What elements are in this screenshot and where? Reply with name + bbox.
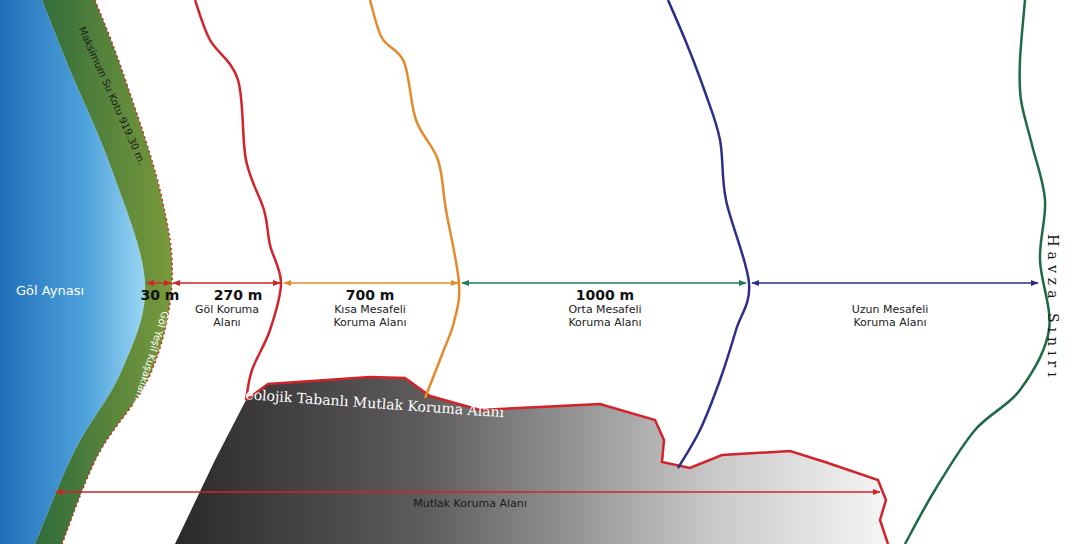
zone-label: Kısa Mesafeli Koruma Alanı (315, 304, 425, 329)
max-water-line (62, 0, 172, 544)
dimension-line (462, 282, 746, 283)
lake-label: Göl Aynası (4, 284, 96, 299)
dimension-label: 700 m (340, 287, 400, 303)
zone-border (370, 0, 459, 398)
dimension-line (56, 491, 880, 492)
dimension-label: 1000 m (565, 287, 645, 303)
zone-text: Kısa Mesafeli Koruma Alanı (315, 304, 425, 329)
zone-border (668, 0, 749, 468)
dimension-line (284, 282, 458, 283)
zone-text: Orta Mesafeli Koruma Alanı (550, 304, 660, 329)
zone-text: Göl Koruma Alanı (182, 304, 272, 329)
zone-label: Orta Mesafeli Koruma Alanı (550, 304, 660, 329)
zone-border (195, 0, 281, 400)
dimension-line (173, 282, 280, 283)
green-belt (35, 0, 172, 544)
zone-label: Göl Koruma Alanı (182, 304, 272, 329)
zone-label: Uzun Mesafeli Koruma Alanı (835, 304, 945, 329)
dimension-label: 270 m (208, 287, 268, 303)
dimension-label: Mutlak Koruma Alanı (410, 498, 530, 511)
zone-text: Uzun Mesafeli Koruma Alanı (835, 304, 945, 329)
dimension-line (147, 282, 171, 283)
zone-text: Göl Aynası (4, 284, 96, 299)
basin-border (905, 0, 1050, 544)
basin-label: Havza Sınırı (1045, 218, 1061, 398)
geology-region (175, 377, 888, 544)
dimension-label: 30 m (138, 287, 182, 303)
dimension-line (752, 282, 1038, 283)
